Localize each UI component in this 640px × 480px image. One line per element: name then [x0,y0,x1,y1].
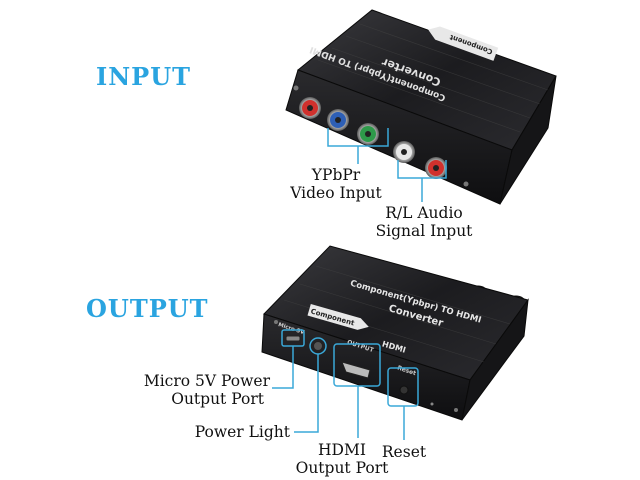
label-hdmi: HDMI [318,441,366,459]
hdmi-port [341,361,371,379]
input-title: INPUT [96,62,191,91]
label-video-input: Video Input [290,184,382,202]
label-power-light: Power Light [160,423,290,441]
output-title: OUTPUT [86,294,209,323]
label-micro-5v-power: Micro 5V Power Output Port [130,372,270,408]
label-ypbpr: YPbPr [311,166,361,184]
label-micro-power-line2: Output Port [171,390,264,408]
label-signal-input: Signal Input [375,222,473,240]
rca-jack-red-input [299,97,321,119]
label-ypbpr-video-input: YPbPr Video Input [276,166,396,202]
output-callouts [272,329,419,440]
output-device: Component(Ypbpr) TO HDMI Converter Compo… [261,245,529,421]
label-reset: Reset [376,443,432,461]
rca-jack-white-input [393,141,415,163]
label-rl-audio-signal-input: R/L Audio Signal Input [364,204,484,240]
reset-button [399,385,409,395]
label-micro-power-line1: Micro 5V Power [143,372,270,390]
label-reset-text: Reset [381,443,427,461]
input-device: Component(Ypbpr) TO HDMI Converter Compo… [285,9,557,205]
rca-jack-green-input [357,123,379,145]
rca-jack-red-audio-input [425,157,447,179]
label-hdmi-output-port: HDMI Output Port [292,441,392,477]
power-led [313,341,323,351]
label-hdmi-output: Output Port [295,459,389,477]
rca-jack-blue-input [327,109,349,131]
micro-usb-port [285,335,301,342]
label-rl-audio: R/L Audio [385,204,463,222]
input-callouts [327,128,447,202]
label-power-light-text: Power Light [194,423,290,441]
